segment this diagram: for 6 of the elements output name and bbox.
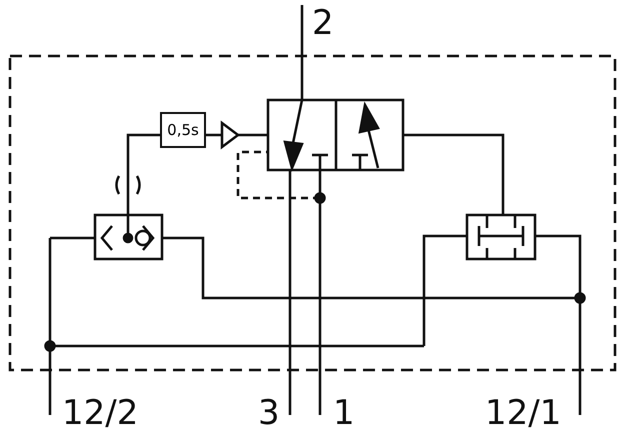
- timer-box: 0,5s: [160, 112, 206, 148]
- port-number: 3: [258, 396, 280, 430]
- port-number: 12/2: [62, 396, 138, 430]
- port-number: 12/1: [485, 396, 562, 430]
- port-number: 1: [333, 396, 355, 430]
- port-number: 2: [312, 6, 334, 40]
